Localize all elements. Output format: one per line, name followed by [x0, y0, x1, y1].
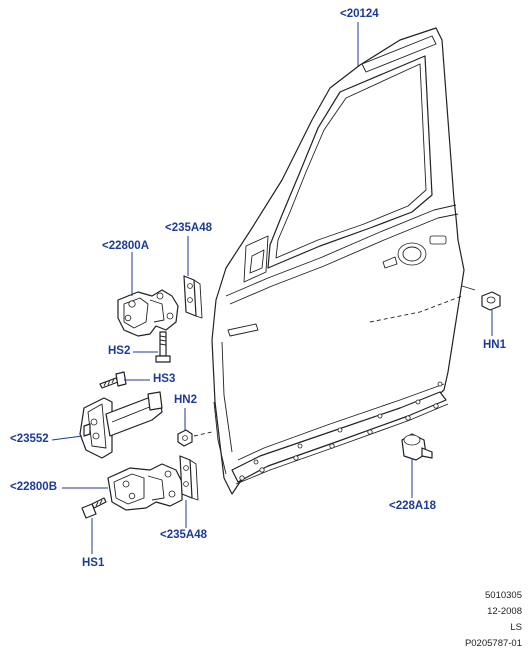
callout-lower-hinge[interactable]: <22800B [10, 481, 57, 493]
callout-check-strap[interactable]: <23552 [10, 433, 49, 445]
drawing-number: 5010305 [485, 590, 522, 601]
callout-hs1-bolt[interactable]: HS1 [82, 557, 105, 569]
drawing-reference: P0205787-01 [464, 638, 522, 649]
moulding-clip-holes [239, 381, 443, 481]
callout-lower-shim[interactable]: <235A48 [160, 529, 207, 541]
hs3-bolt [99, 371, 127, 389]
lower-door-hinge [107, 463, 183, 511]
callout-hs3-bolt[interactable]: HS3 [153, 373, 176, 385]
upper-door-hinge [117, 289, 179, 337]
callout-upper-shim[interactable]: <235A48 [165, 222, 212, 234]
front-door-shell [211, 27, 476, 495]
hn1-nut [481, 291, 501, 311]
door-check-strap [79, 391, 163, 459]
callout-hn2-nut[interactable]: HN2 [174, 394, 198, 406]
callout-upper-hinge[interactable]: <22800A [102, 240, 149, 252]
callout-door[interactable]: <20124 [340, 8, 379, 20]
callout-hs2-bolt[interactable]: HS2 [108, 345, 131, 357]
lower-hinge-shim [179, 455, 199, 501]
callout-bump-stop[interactable]: <228A18 [389, 500, 436, 512]
hs2-bolt [155, 331, 171, 363]
leader-lines [51, 22, 493, 554]
upper-hinge-shim [183, 275, 203, 319]
hn2-nut [177, 429, 193, 447]
hs1-bolt [81, 497, 107, 519]
drawing-model-code: LS [510, 622, 522, 633]
callout-hn1-nut[interactable]: HN1 [483, 339, 507, 351]
door-bump-stop [401, 433, 433, 461]
drawing-date: 12-2008 [487, 606, 522, 617]
